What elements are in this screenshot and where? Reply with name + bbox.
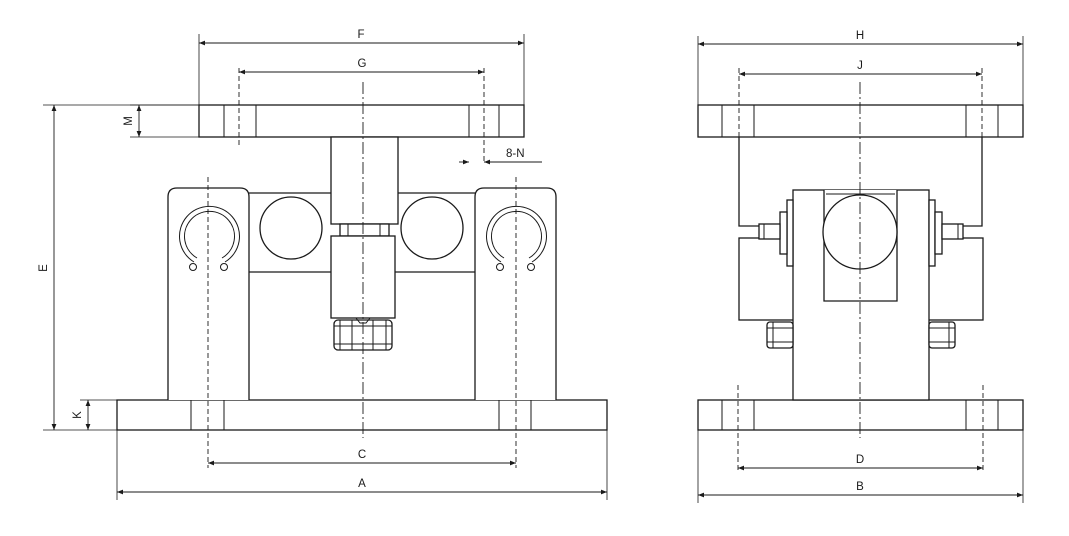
dim-label-h: H bbox=[856, 30, 864, 42]
dim-label-j: J bbox=[857, 60, 863, 72]
dim-label-8n: 8-N bbox=[506, 148, 525, 160]
dim-label-m: M bbox=[123, 116, 135, 126]
front-bottom-plate bbox=[116, 399, 608, 431]
dim-j: J bbox=[739, 60, 982, 77]
dim-label-b: B bbox=[856, 481, 864, 493]
dim-label-a: A bbox=[358, 478, 366, 490]
side-top-arms bbox=[738, 137, 983, 227]
dim-m: M bbox=[123, 104, 199, 138]
side-hidden-lines bbox=[737, 68, 984, 470]
dim-label-f: F bbox=[357, 29, 364, 41]
dim-e: E bbox=[38, 104, 199, 431]
dim-label-e: E bbox=[38, 264, 50, 272]
side-view: H J D B bbox=[697, 30, 1024, 503]
dim-label-k: K bbox=[72, 411, 84, 419]
dim-8n: 8-N bbox=[459, 148, 542, 165]
dim-h: H bbox=[697, 30, 1024, 105]
dim-c: C bbox=[208, 449, 516, 466]
side-top-plate bbox=[697, 104, 1024, 138]
side-bottom-plate bbox=[697, 399, 1024, 431]
front-left-snap-ring bbox=[179, 205, 240, 271]
dim-g: G bbox=[239, 58, 484, 75]
side-left-pin bbox=[758, 199, 794, 267]
dim-k: K bbox=[72, 399, 117, 430]
dim-f: F bbox=[198, 29, 525, 105]
side-right-nut bbox=[928, 321, 956, 349]
side-right-pin bbox=[928, 199, 964, 267]
dim-b: B bbox=[697, 430, 1024, 503]
front-right-snap-ring bbox=[486, 205, 547, 271]
dim-label-d: D bbox=[856, 454, 864, 466]
dim-label-c: C bbox=[358, 449, 366, 461]
front-view: F G M E K 8-N bbox=[38, 29, 608, 500]
front-right-hole bbox=[400, 196, 464, 260]
dim-d: D bbox=[738, 454, 983, 471]
side-left-nut bbox=[766, 321, 794, 349]
front-load-cell bbox=[330, 136, 399, 319]
front-left-hole bbox=[259, 196, 323, 260]
front-top-plate bbox=[198, 104, 525, 138]
front-left-bracket bbox=[167, 187, 250, 400]
dim-a: A bbox=[116, 430, 608, 500]
front-right-bracket bbox=[474, 187, 557, 400]
dim-label-g: G bbox=[358, 58, 367, 70]
